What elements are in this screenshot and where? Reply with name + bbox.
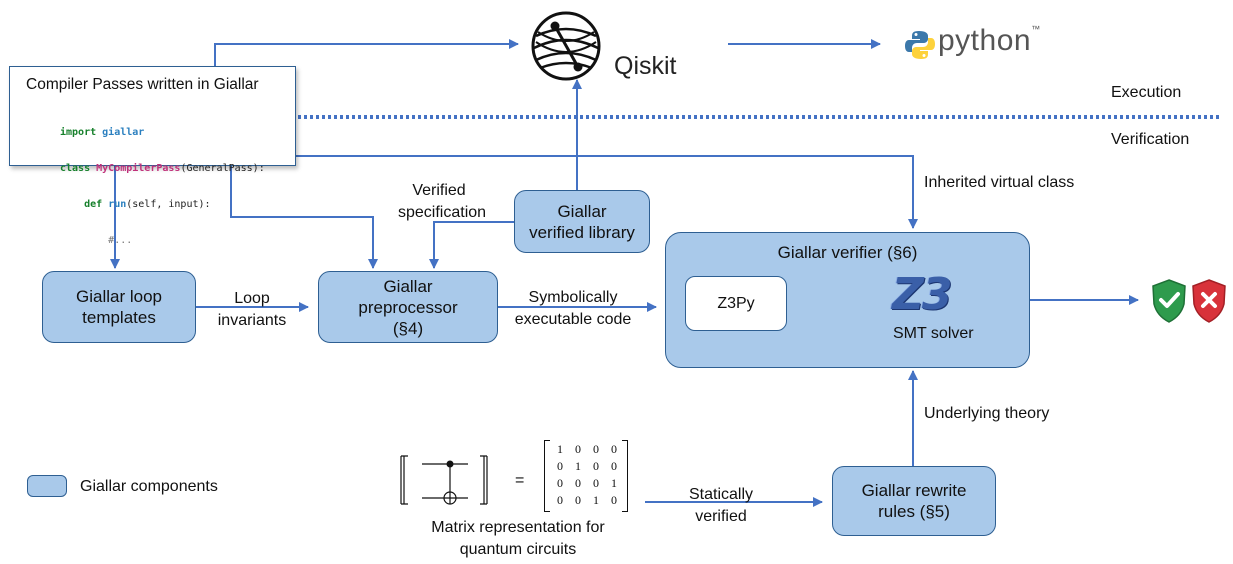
qiskit-logo-icon <box>531 11 601 81</box>
matrix-cell: 0 <box>557 476 563 490</box>
loop-invariants-label: Loop invariants <box>217 290 287 329</box>
matrix-cell: 0 <box>611 442 617 456</box>
giallar-verified-library: Giallar verified library <box>514 190 650 253</box>
cnot-circuit-icon <box>400 455 488 505</box>
arrow-code-to-qiskit <box>214 39 519 66</box>
matrix-cell: 0 <box>593 459 599 473</box>
matrix-cell: 1 <box>611 476 617 490</box>
matrix-cell: 0 <box>593 476 599 490</box>
matrix-cell: 0 <box>557 493 563 507</box>
matrix-cell: 0 <box>611 493 617 507</box>
verified-specification-label: Verified specification <box>398 182 487 221</box>
symbolically-executable-code-label: Symbolically executable code <box>514 289 632 328</box>
verifier-title: Giallar verifier (§6) <box>777 243 918 262</box>
python-label: python™ <box>938 24 1041 57</box>
legend-swatch <box>27 475 67 497</box>
inherited-virtual-class-label: Inherited virtual class <box>924 174 1075 191</box>
qiskit-label: Qiskit <box>614 52 677 80</box>
z3py-box: Z3Py <box>685 276 787 331</box>
compiler-pass-code-box: Compiler Passes written in Giallar impor… <box>9 66 296 246</box>
matrix-cell: 1 <box>557 442 563 456</box>
arrow-library-to-preprocessor <box>429 221 514 269</box>
giallar-loop-templates: Giallar loop templates <box>42 271 196 343</box>
legend-label: Giallar components <box>80 478 218 495</box>
code-snippet: import giallar class MyCompilerPass(Gene… <box>60 127 265 246</box>
cnot-matrix: 1 0 0 0 0 1 0 0 0 0 0 1 0 0 1 0 <box>544 440 628 512</box>
matrix-cell: 1 <box>575 459 581 473</box>
smt-solver-label: SMT solver <box>893 325 974 342</box>
matrix-cell: 0 <box>575 493 581 507</box>
matrix-cell: 0 <box>611 459 617 473</box>
matrix-cell: 0 <box>575 442 581 456</box>
z3-logo-icon: Z3 <box>892 269 953 320</box>
matrix-cell: 1 <box>593 493 599 507</box>
giallar-verifier: Giallar verifier (§6) Z3Py Z3 SMT solver <box>665 232 1030 368</box>
arrow-code-to-verifier <box>296 155 918 229</box>
code-box-title: Compiler Passes written in Giallar <box>26 76 259 93</box>
arrow-code-to-preprocessor <box>230 166 378 269</box>
giallar-preprocessor: Giallar preprocessor (§4) <box>318 271 498 343</box>
matrix-caption: Matrix representation for quantum circui… <box>431 519 605 558</box>
matrix-cell: 0 <box>575 476 581 490</box>
equals-sign: = <box>515 472 525 489</box>
statically-verified-label: Statically verified <box>688 486 754 525</box>
python-logo-icon <box>905 31 935 59</box>
verification-label: Verification <box>1111 131 1190 148</box>
cross-shield-icon <box>1192 279 1226 323</box>
giallar-rewrite-rules: Giallar rewrite rules (§5) <box>832 466 996 536</box>
matrix-cell: 0 <box>557 459 563 473</box>
matrix-cell: 0 <box>593 442 599 456</box>
underlying-theory-label: Underlying theory <box>924 405 1050 422</box>
check-shield-icon <box>1152 279 1186 323</box>
execution-label: Execution <box>1111 84 1182 101</box>
